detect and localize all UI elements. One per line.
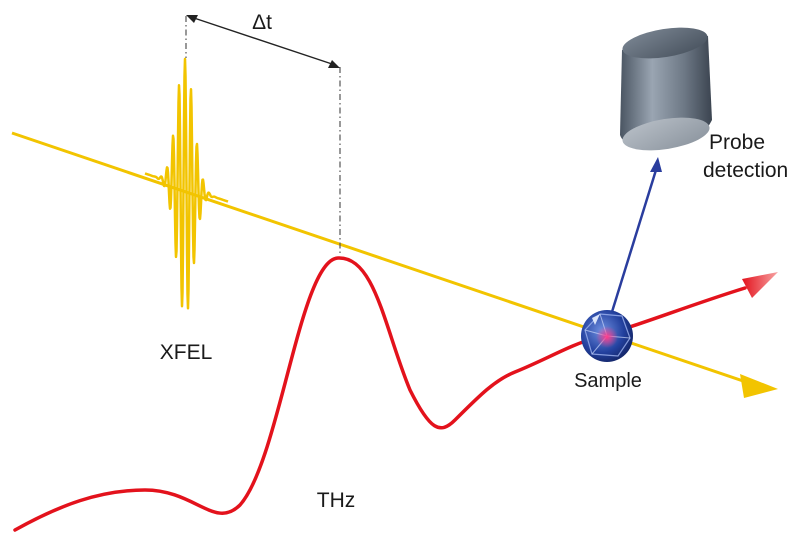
thz-label: THz <box>317 489 356 512</box>
thz-arrowhead <box>742 272 778 298</box>
detector-top-face <box>622 27 708 59</box>
delay-indicator <box>185 15 341 254</box>
xfel-beam <box>11 131 778 398</box>
probe-label-line1: Probe <box>709 131 765 154</box>
xfel-label: XFEL <box>160 341 213 364</box>
sample-label: Sample <box>574 370 642 392</box>
delay-arrow <box>193 17 333 65</box>
probe-arrow <box>605 157 662 329</box>
thz-waveform <box>13 256 747 532</box>
probe-label-line2: detection <box>703 159 788 182</box>
detector-bottom-face <box>622 117 710 151</box>
xfel-arrowhead <box>740 374 778 398</box>
delay-label: Δt <box>252 11 272 34</box>
sample <box>581 310 633 362</box>
detector <box>620 27 712 151</box>
xfel-pulse-wavepacket <box>144 57 229 310</box>
